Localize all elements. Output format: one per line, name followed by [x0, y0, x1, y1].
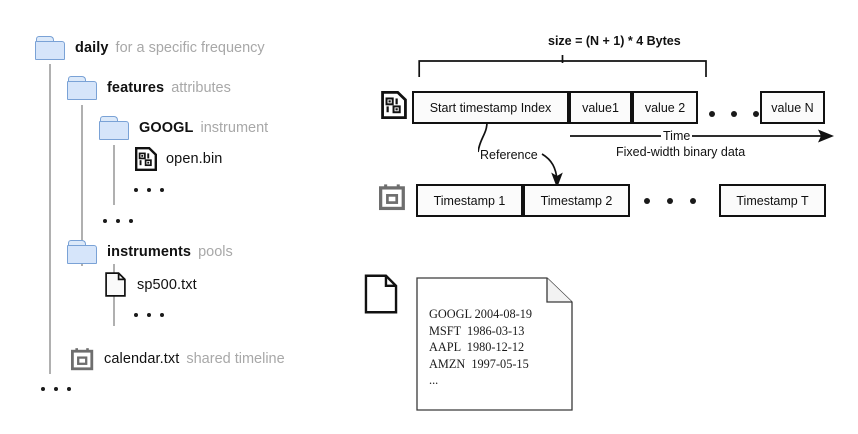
- cell-start-timestamp-index[interactable]: Start timestamp Index: [412, 91, 569, 124]
- calendar-icon: [378, 183, 407, 216]
- reference-arrow: [478, 122, 563, 188]
- fixed-width-binary-data-label: Fixed-width binary data: [616, 145, 746, 159]
- tree-node-label: features: [107, 79, 165, 96]
- binary-file-icon: [381, 91, 407, 124]
- reference-label: Reference: [480, 148, 538, 162]
- folder-icon: [67, 76, 97, 100]
- size-bracket: [418, 55, 707, 77]
- binary-row-ellipsis: [709, 111, 759, 117]
- folder-icon: [99, 116, 129, 140]
- folder-icon: [35, 36, 65, 60]
- tree-node-label: daily: [75, 39, 109, 56]
- tree-node-googl[interactable]: GOOGL instrument: [99, 116, 269, 140]
- tree-ellipsis-features: [103, 219, 133, 223]
- tree-node-label: GOOGL: [139, 119, 194, 136]
- tree-node-note: pools: [198, 243, 233, 260]
- document-lines: GOOGL 2004-08-19 MSFT 1986-03-13 AAPL 19…: [429, 307, 533, 388]
- timestamp-row-ellipsis: [644, 198, 696, 204]
- tree-line-depth0: [49, 64, 51, 374]
- folder-icon: [67, 240, 97, 264]
- tree-node-instruments[interactable]: instruments pools: [67, 240, 233, 264]
- tree-node-note: attributes: [171, 79, 231, 96]
- tree-ellipsis-googl: [134, 188, 164, 192]
- document-sheet: [416, 277, 573, 411]
- size-formula-label: size = (N + 1) * 4 Bytes: [548, 34, 681, 48]
- calendar-icon: [70, 347, 95, 371]
- tree-node-features[interactable]: features attributes: [67, 76, 231, 100]
- tree-node-label: calendar.txt: [104, 351, 180, 367]
- tree-node-label: instruments: [107, 243, 192, 260]
- text-file-icon: [105, 272, 126, 297]
- tree-line-depth1: [81, 105, 83, 266]
- tree-node-note: shared timeline: [186, 351, 285, 367]
- tree-ellipsis-root: [41, 387, 71, 391]
- text-file-icon: [364, 274, 398, 319]
- time-axis-label: Time: [661, 129, 693, 143]
- tree-node-label: sp500.txt: [137, 276, 197, 293]
- document-body: GOOGL 2004-08-19 MSFT 1986-03-13 AAPL 19…: [416, 277, 574, 412]
- tree-line-depth2: [113, 145, 115, 205]
- time-axis-arrow: [570, 129, 834, 143]
- tree-node-label: open.bin: [166, 151, 223, 167]
- binary-file-icon: [135, 147, 157, 171]
- cell-valueN[interactable]: value N: [760, 91, 825, 124]
- cell-timestamp-T[interactable]: Timestamp T: [719, 184, 826, 217]
- tree-node-calendar[interactable]: calendar.txt shared timeline: [70, 347, 285, 371]
- tree-node-note: for a specific frequency: [115, 39, 265, 56]
- tree-node-note: instrument: [200, 119, 269, 136]
- cell-value2[interactable]: value 2: [632, 91, 698, 124]
- cell-timestamp-1[interactable]: Timestamp 1: [416, 184, 523, 217]
- cell-timestamp-2[interactable]: Timestamp 2: [523, 184, 630, 217]
- tree-ellipsis-instruments: [134, 313, 164, 317]
- tree-node-daily[interactable]: daily for a specific frequency: [35, 36, 265, 60]
- cell-value1[interactable]: value1: [569, 91, 632, 124]
- tree-node-sp500[interactable]: sp500.txt: [105, 272, 197, 297]
- tree-node-open-bin[interactable]: open.bin: [135, 147, 222, 171]
